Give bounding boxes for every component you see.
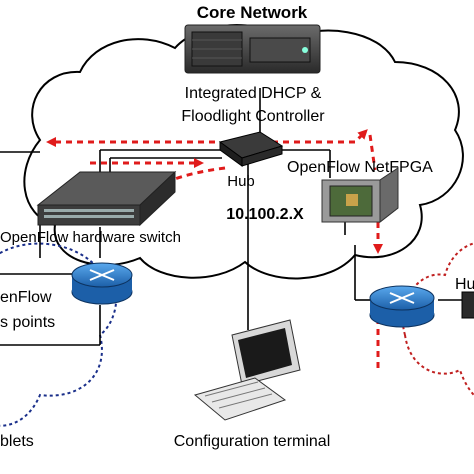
netfpga-icon bbox=[321, 167, 399, 224]
terminal-label: Configuration terminal bbox=[174, 433, 331, 450]
control-flow-arrows bbox=[46, 129, 383, 372]
subnet-label: 10.100.2.X bbox=[226, 206, 304, 223]
hub-label: Hub bbox=[227, 173, 255, 190]
netfpga-label: OpenFlow NetFPGA bbox=[287, 159, 433, 176]
terminal-icon bbox=[193, 319, 301, 421]
controller-label-line1: Integrated DHCP & bbox=[185, 85, 322, 102]
hw-switch-label: OpenFlow hardware switch bbox=[0, 229, 181, 246]
wires bbox=[0, 88, 462, 346]
left-box-label-line1: enFlow bbox=[0, 289, 52, 306]
right-hub-label: Hu bbox=[455, 276, 474, 293]
router-icon-left bbox=[71, 262, 133, 305]
bottom-left-label: blets bbox=[0, 433, 34, 450]
router-icon-right bbox=[369, 285, 435, 328]
switch-icon bbox=[36, 170, 177, 227]
left-subnet-cloud bbox=[0, 242, 118, 427]
server-icon bbox=[184, 24, 321, 74]
hub-icon bbox=[218, 131, 284, 167]
right-subnet-cloud bbox=[401, 242, 474, 397]
left-box-label-line2: s points bbox=[0, 314, 55, 331]
diagram-title: Core Network bbox=[197, 3, 308, 22]
controller-label-line2: Floodlight Controller bbox=[181, 108, 325, 125]
hub-icon-right bbox=[461, 291, 474, 319]
